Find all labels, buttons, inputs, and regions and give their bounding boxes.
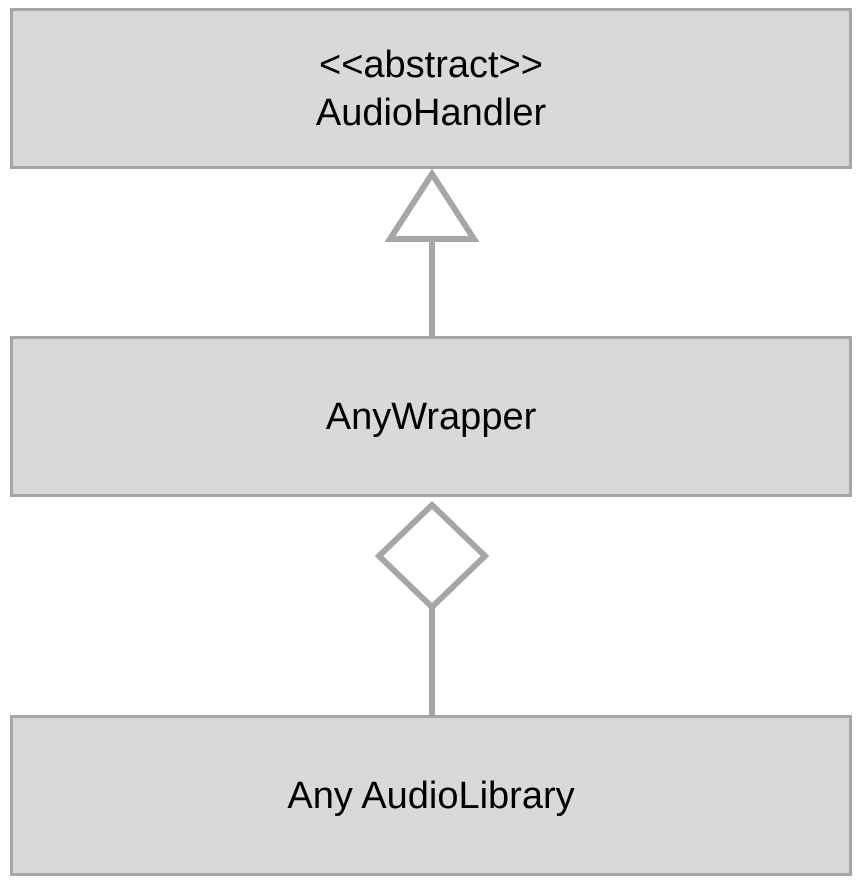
class-box-any-audio-library[interactable]: Any AudioLibrary — [10, 715, 852, 876]
class-box-audio-handler[interactable]: <<abstract>> AudioHandler — [10, 8, 852, 169]
class-box-any-wrapper[interactable]: AnyWrapper — [10, 336, 852, 497]
stereotype-label: <<abstract>> — [319, 43, 543, 86]
class-name-any-audio-library: Any AudioLibrary — [287, 774, 575, 817]
class-name-any-wrapper: AnyWrapper — [325, 395, 537, 438]
hollow-diamond-icon — [374, 500, 490, 612]
class-name-audio-handler: AudioHandler — [315, 91, 547, 134]
hollow-triangle-icon — [384, 168, 480, 242]
